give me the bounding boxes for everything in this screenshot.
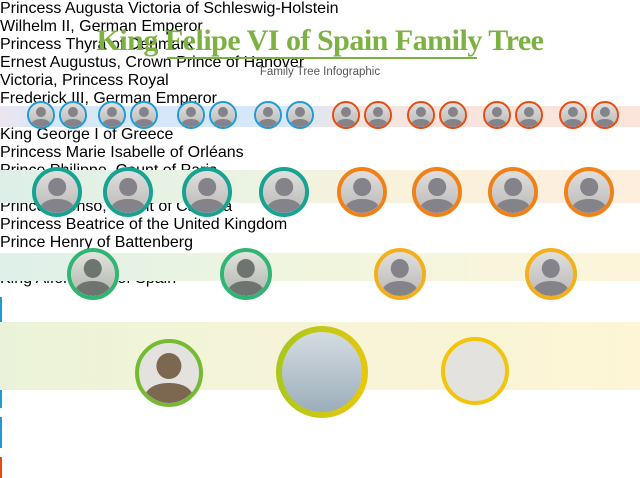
gg-grandparent-label-0: Princess Augusta Victoria of Schleswig-H…	[0, 0, 339, 17]
g-grandparent-portrait-2	[182, 167, 232, 217]
gg-grandparent-portrait-11-photo	[441, 103, 465, 127]
pair-stem-0	[0, 297, 2, 328]
gg-grandparent-portrait-5	[209, 101, 237, 129]
gg-grandparent-portrait-9	[364, 101, 392, 129]
gg-grandparent-portrait-4	[177, 101, 205, 129]
parent-portrait-0-photo	[139, 343, 199, 403]
gg-grandparent-portrait-9-photo	[366, 103, 390, 127]
subject-portrait-photo	[282, 332, 362, 412]
g-grandparent-portrait-7-photo	[568, 171, 610, 213]
gg-grandparent-portrait-15	[591, 101, 619, 129]
g-grandparent-portrait-7	[564, 167, 614, 217]
gg-grandparent-portrait-14	[559, 101, 587, 129]
grandparent-portrait-1	[219, 248, 272, 300]
page-subtitle: Family Tree Infographic	[259, 66, 381, 78]
grandparent-portrait-2	[373, 248, 426, 300]
gg-grandparent-label-8: Princess Marie Isabelle of Orléans	[0, 144, 244, 161]
pair-bracket-3	[0, 408, 33, 417]
gg-grandparent-portrait-12-photo	[485, 103, 509, 127]
gg-grandparent-portrait-4-photo	[179, 103, 203, 127]
g-grandparent-portrait-0	[32, 167, 82, 217]
pair-stem-2	[0, 377, 2, 408]
pair-stem-3	[0, 417, 2, 448]
gg-grandparent-portrait-0	[27, 101, 55, 129]
gg-grandparent-portrait-8	[332, 101, 360, 129]
parent-portrait-1-photo	[445, 341, 505, 401]
gg-grandparent-portrait-3-photo	[132, 103, 156, 127]
gg-grandparent-portrait-0-photo	[29, 103, 53, 127]
grandparent-portrait-0-photo	[70, 252, 115, 296]
pair-bracket-4	[0, 448, 33, 457]
gg-grandparent-portrait-12	[483, 101, 511, 129]
grandparent-portrait-3-photo	[529, 252, 573, 296]
grandparent-portrait-2-photo	[377, 252, 422, 296]
gg-grandparent-portrait-1-photo	[61, 103, 85, 127]
g-grandparent-portrait-1-photo	[107, 171, 149, 213]
g-grandparent-portrait-3-photo	[263, 171, 305, 213]
g-grandparent-portrait-6	[488, 167, 538, 217]
gg-grandparent-portrait-2-photo	[100, 103, 124, 127]
gg-grandparent-label-4: Victoria, Princess Royal	[0, 72, 169, 89]
g-grandparent-portrait-5-photo	[416, 171, 458, 213]
band-generation-1	[0, 106, 640, 127]
g-grandparent-portrait-2-photo	[186, 171, 228, 213]
g-grandparent-portrait-1	[103, 167, 153, 217]
gg-grandparent-label-7: King George I of Greece	[0, 126, 174, 143]
gg-grandparent-portrait-10-photo	[409, 103, 433, 127]
gg-grandparent-portrait-7	[286, 101, 314, 129]
gg-grandparent-portrait-13	[515, 101, 543, 129]
pair-bracket-0	[0, 288, 33, 297]
gg-grandparent-portrait-3	[130, 101, 158, 129]
gg-grandparent-portrait-6	[254, 101, 282, 129]
gg-grandparent-portrait-6-photo	[256, 103, 280, 127]
page-title: King Felipe VI of Spain Family Tree	[96, 24, 544, 57]
gg-grandparent-label-1: Wilhelm II, German Emperor	[0, 18, 203, 35]
gg-grandparent-portrait-15-photo	[593, 103, 617, 127]
gg-grandparent-portrait-8-photo	[334, 103, 358, 127]
g-grandparent-portrait-4	[337, 167, 387, 217]
grandparent-portrait-1-photo	[223, 252, 268, 296]
gg-grandparent-label-5: Frederick III, German Emperor	[0, 90, 217, 107]
gg-grandparent-portrait-2	[98, 101, 126, 129]
gg-grandparent-label-12: Princess Beatrice of the United Kingdom	[0, 216, 288, 233]
grandparent-portrait-0	[66, 248, 119, 300]
gg-grandparent-portrait-11	[439, 101, 467, 129]
gg-grandparent-label-13: Prince Henry of Battenberg	[0, 234, 193, 251]
gg-grandparent-portrait-14-photo	[561, 103, 585, 127]
pair-stem-4	[0, 457, 2, 478]
gg-grandparent-portrait-5-photo	[211, 103, 235, 127]
g-grandparent-portrait-6-photo	[492, 171, 534, 213]
title-underline	[167, 57, 477, 59]
gg-grandparent-label-2: Princess Thyra of Denmark	[0, 36, 194, 53]
g-grandparent-portrait-5	[412, 167, 462, 217]
gg-grandparent-portrait-13-photo	[517, 103, 541, 127]
g-grandparent-portrait-0-photo	[36, 171, 78, 213]
gg-grandparent-portrait-1	[59, 101, 87, 129]
g-grandparent-portrait-3	[259, 167, 309, 217]
parent-portrait-0	[135, 339, 203, 407]
g-grandparent-portrait-4-photo	[341, 171, 383, 213]
gg-grandparent-portrait-7-photo	[288, 103, 312, 127]
subject-portrait	[276, 326, 368, 418]
gg-grandparent-portrait-10	[407, 101, 435, 129]
parent-portrait-1	[441, 337, 509, 405]
band-generation-2	[0, 170, 640, 203]
grandparent-portrait-3	[525, 248, 577, 300]
